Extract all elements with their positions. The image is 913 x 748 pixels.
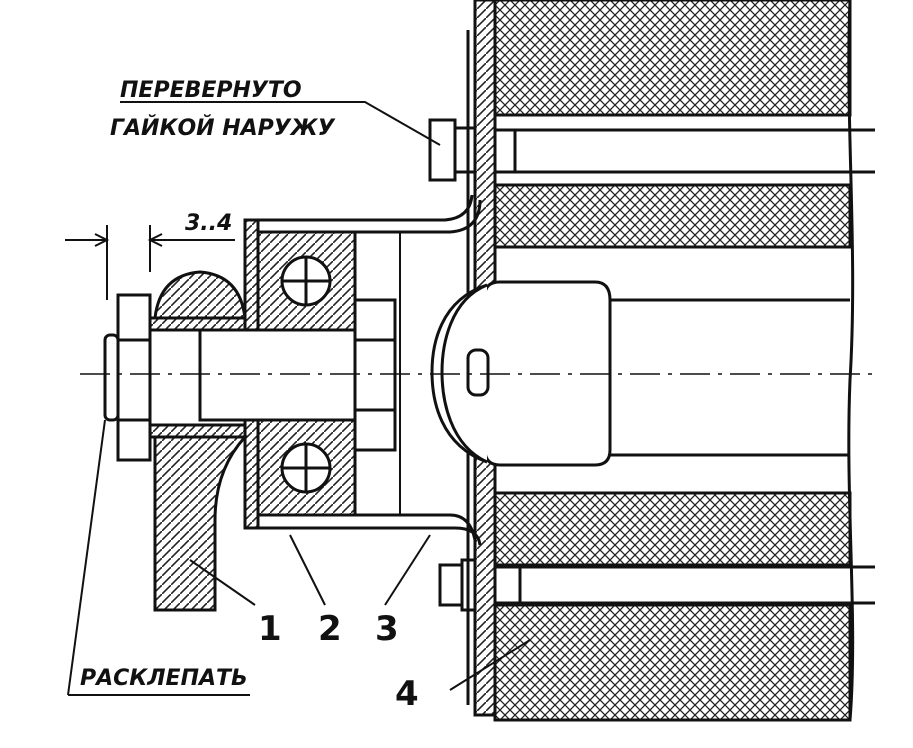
motor-stator [493,0,855,722]
bolt-head [103,293,152,462]
leader-lines [67,101,531,696]
annotation-flipped-line1: ПЕРЕВЕРНУТО [120,78,302,103]
lower-bolt [438,558,875,612]
lower-bearing [256,418,357,517]
gap-dimension-label: 3..4 [185,211,232,236]
gap-dimension [65,225,235,300]
part-number-1: 1 [258,609,282,649]
annotation-flipped-line2: ГАЙКОЙ НАРУЖУ [110,115,336,141]
upper-bearing [256,230,357,332]
part-number-3: 3 [375,609,399,649]
pulley [148,270,249,612]
motor-rotor [430,245,850,495]
part-number-4: 4 [395,674,419,714]
annotation-rivet: РАСКЛЕПАТЬ [80,666,248,691]
axle [198,298,397,452]
part-number-2: 2 [318,609,342,649]
upper-bolt [428,118,875,182]
